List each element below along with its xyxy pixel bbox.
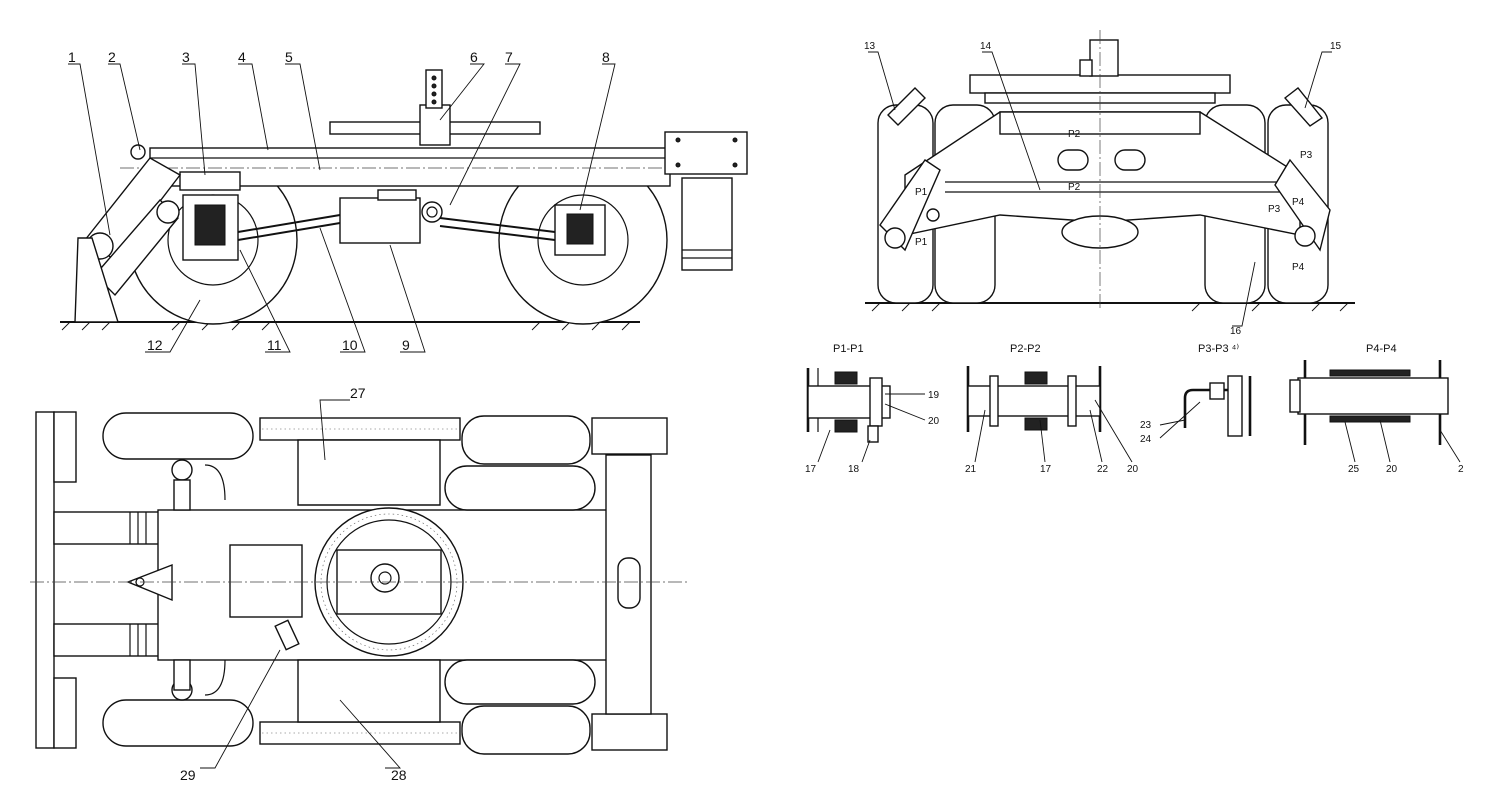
transfer-case <box>339 197 421 244</box>
section-p3: P3-P3 ⁴⁾ 23 24 <box>1140 343 1252 445</box>
callout-9: 9 <box>402 337 410 353</box>
section-p2-callout-20: 20 <box>1127 464 1139 475</box>
section-p4: P4-P4 25 20 2 <box>1289 343 1464 475</box>
section-mark-p2-bottom: P2 <box>1068 182 1081 193</box>
section-mark-p3-top: P3 <box>1300 150 1313 161</box>
callout-29: 29 <box>180 767 196 783</box>
section-p4-callout-25: 25 <box>1348 464 1360 475</box>
section-mark-p1-top: P1 <box>915 187 928 198</box>
section-p1-callout-18: 18 <box>848 464 860 475</box>
callout-16: 16 <box>1230 326 1242 337</box>
callout-27: 27 <box>350 385 366 401</box>
section-mark-p2-top: P2 <box>1068 129 1081 140</box>
section-p3-title: P3-P3 ⁴⁾ <box>1198 343 1239 355</box>
section-p1-callout-19: 19 <box>928 390 940 401</box>
front-blade <box>35 411 55 749</box>
section-mark-p3-bottom: P3 <box>1268 204 1281 215</box>
callout-14: 14 <box>980 41 992 52</box>
callout-1: 1 <box>68 49 76 65</box>
top-view: 27 29 28 <box>30 385 690 783</box>
section-p3-callout-23: 23 <box>1140 420 1152 431</box>
section-mark-p4-bottom: P4 <box>1292 262 1305 273</box>
section-p2-title: P2-P2 <box>1010 343 1041 355</box>
section-p4-callout-2: 2 <box>1458 464 1464 475</box>
callout-6: 6 <box>470 49 478 65</box>
callout-5: 5 <box>285 49 293 65</box>
section-mark-p1-bottom: P1 <box>915 237 928 248</box>
callout-11: 11 <box>267 337 282 353</box>
section-p1-callout-20: 20 <box>928 416 940 427</box>
side-view: 1 2 3 4 5 6 7 8 12 11 10 9 <box>60 49 748 353</box>
front-view: 13 14 15 16 P1 P1 P2 P2 P3 P3 P4 P4 <box>864 30 1355 337</box>
callout-3: 3 <box>182 49 190 65</box>
callout-15: 15 <box>1330 41 1342 52</box>
section-p4-title: P4-P4 <box>1366 343 1397 355</box>
callout-2: 2 <box>108 49 116 65</box>
callout-10: 10 <box>342 337 358 353</box>
callout-13: 13 <box>864 41 876 52</box>
section-p1: P1-P1 19 20 17 18 <box>805 343 940 475</box>
front-left-wheel <box>102 412 254 460</box>
section-p4-callout-20: 20 <box>1386 464 1398 475</box>
section-p2-callout-21: 21 <box>965 464 977 475</box>
section-p2-callout-17: 17 <box>1040 464 1052 475</box>
section-p1-title: P1-P1 <box>833 343 864 355</box>
section-p2-callout-22: 22 <box>1097 464 1109 475</box>
callout-12: 12 <box>147 337 163 353</box>
section-p1-callout-17: 17 <box>805 464 817 475</box>
front-right-wheel <box>102 699 254 747</box>
callout-8: 8 <box>602 49 610 65</box>
callout-28: 28 <box>391 767 407 783</box>
section-p3-callout-24: 24 <box>1140 434 1152 445</box>
section-p2: P2-P2 21 17 22 20 <box>965 343 1139 475</box>
callout-7: 7 <box>505 49 513 65</box>
section-mark-p4-top: P4 <box>1292 197 1305 208</box>
callout-4: 4 <box>238 49 246 65</box>
